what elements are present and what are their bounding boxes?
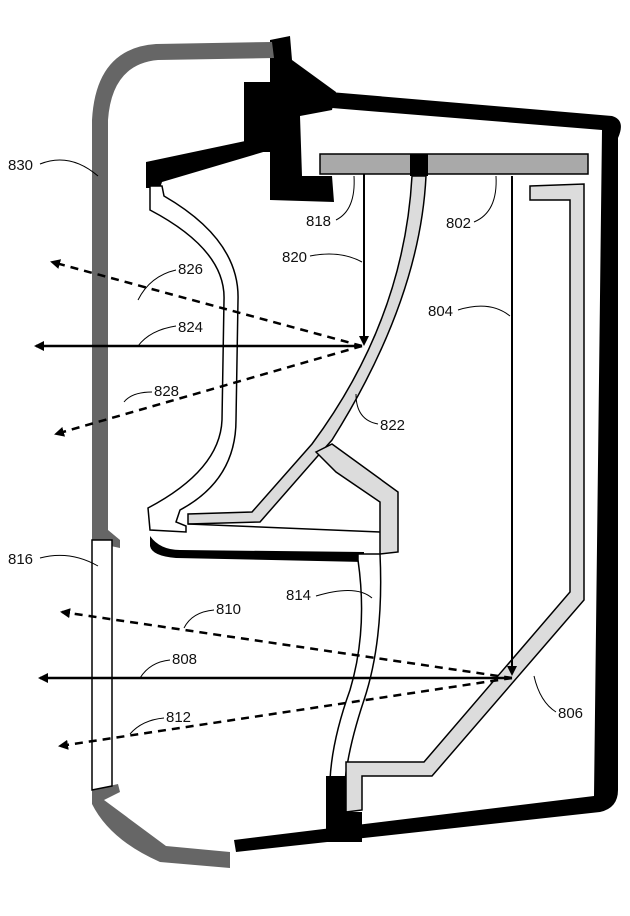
leader-824 bbox=[138, 326, 176, 346]
lower-lens bbox=[92, 784, 230, 868]
label-818: 818 bbox=[306, 213, 331, 230]
led-board-802 bbox=[320, 154, 588, 174]
label-822: 822 bbox=[380, 417, 405, 434]
lower-mount-block bbox=[326, 776, 346, 816]
label-826: 826 bbox=[178, 261, 203, 278]
label-804: 804 bbox=[428, 303, 453, 320]
label-812: 812 bbox=[166, 709, 191, 726]
housing-top-wedge bbox=[270, 36, 336, 202]
leader-822 bbox=[356, 394, 378, 424]
ray-810 bbox=[62, 612, 512, 678]
reflector-support bbox=[316, 444, 398, 554]
label-830: 830 bbox=[8, 157, 33, 174]
leader-802 bbox=[474, 176, 496, 222]
upper-reflector bbox=[148, 186, 238, 532]
leader-828 bbox=[124, 392, 152, 402]
lower-mount-base bbox=[326, 812, 362, 842]
upper-bracket bbox=[146, 140, 270, 188]
leader-810 bbox=[184, 610, 214, 628]
ray-812 bbox=[60, 678, 512, 746]
leader-830 bbox=[40, 160, 98, 176]
leader-826 bbox=[138, 270, 176, 300]
label-810: 810 bbox=[216, 601, 241, 618]
leader-806 bbox=[534, 676, 556, 712]
leader-808 bbox=[140, 660, 170, 678]
divider-bar bbox=[150, 536, 364, 562]
label-802: 802 bbox=[446, 215, 471, 232]
label-820: 820 bbox=[282, 249, 307, 266]
label-824: 824 bbox=[178, 319, 203, 336]
led-chip bbox=[410, 154, 428, 176]
leader-816 bbox=[40, 555, 98, 566]
label-828: 828 bbox=[154, 383, 179, 400]
leader-820 bbox=[310, 254, 362, 262]
leader-818 bbox=[336, 176, 354, 220]
label-814: 814 bbox=[286, 587, 311, 604]
clear-lens-816 bbox=[92, 540, 112, 790]
label-806: 806 bbox=[558, 705, 583, 722]
leader-804 bbox=[458, 306, 510, 316]
label-816: 816 bbox=[8, 551, 33, 568]
label-808: 808 bbox=[172, 651, 197, 668]
